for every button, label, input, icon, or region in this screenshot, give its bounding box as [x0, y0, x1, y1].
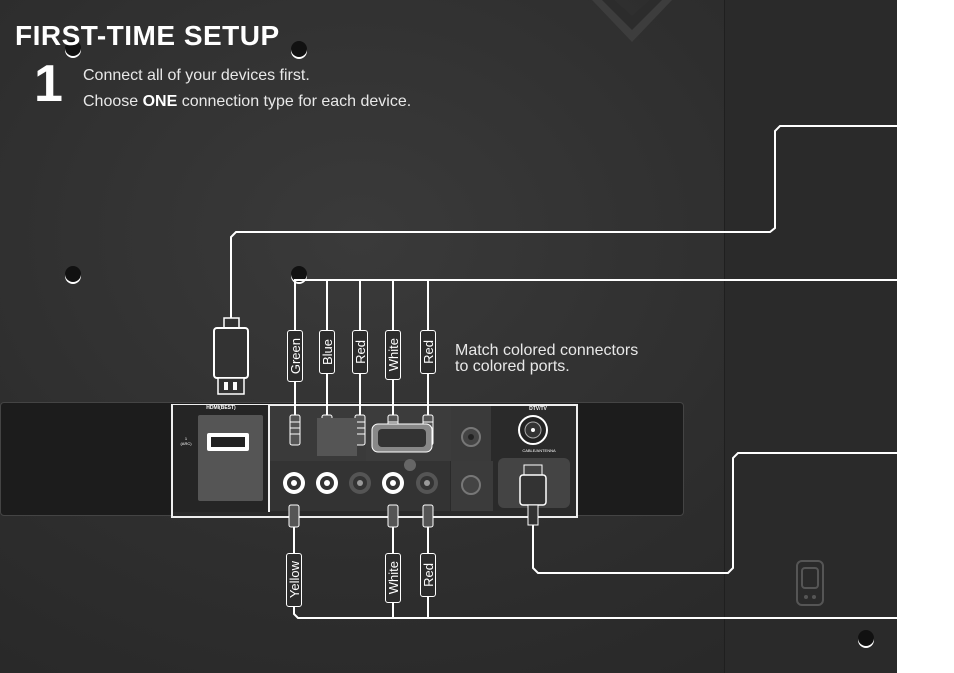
arc-label-text: (ARC) — [180, 441, 192, 446]
arc-label-number: 1 — [184, 436, 188, 441]
wire-label-blue: Blue — [319, 330, 335, 374]
instruction-line-2: Choose ONE connection type for each devi… — [83, 93, 411, 111]
wire-label-text: Red — [420, 340, 436, 364]
wire-label-text: White — [385, 561, 401, 595]
wire-label-yellow: Yellow — [286, 553, 302, 607]
hdmi-port — [207, 433, 249, 451]
page-title: FIRST-TIME SETUP — [15, 20, 280, 51]
cable-antenna-label: CABLE/ANTENNA — [522, 448, 556, 453]
wire-label-red: Red — [352, 330, 368, 374]
color-match-note: Match colored connectors to colored port… — [455, 343, 705, 375]
wire-label-white-bottom: White — [385, 553, 401, 603]
mounting-hole-icon — [65, 40, 81, 56]
vizio-v-logo-icon — [592, 0, 672, 42]
wire-label-text: Red — [352, 340, 368, 364]
wire-label-green: Green — [287, 330, 303, 382]
wire-label-text: Blue — [319, 338, 335, 366]
instruction-prefix: Choose — [83, 93, 143, 110]
wire-label-text: White — [385, 338, 401, 372]
note-line-2: to colored ports. — [455, 358, 570, 375]
mounting-hole-icon — [858, 630, 874, 646]
wire-label-text: Yellow — [286, 561, 302, 599]
wire-label-text: Red — [420, 563, 436, 587]
hdmi-plug-icon — [213, 317, 249, 395]
right-white-strip — [897, 0, 954, 673]
mounting-hole-icon — [65, 266, 81, 282]
power-outlet-icon — [796, 560, 824, 606]
wire-label-red-bottom: Red — [420, 553, 436, 597]
coax-plug-icon — [519, 464, 547, 526]
dtv-label: DTV/TV — [529, 406, 547, 412]
note-line-1: Match colored connectors — [455, 342, 639, 359]
instruction-emphasis: ONE — [142, 93, 178, 110]
arc-label: 1(ARC) — [176, 436, 196, 446]
hdmi-label: HDMI(BEST) — [206, 405, 236, 411]
mounting-hole-icon — [291, 266, 307, 282]
wire-label-text: Green — [287, 337, 303, 375]
hdmi-port-frame — [198, 415, 263, 501]
step-number: 1 — [34, 55, 63, 113]
instruction-line-1: Connect all of your devices first. — [83, 67, 310, 84]
instruction-suffix: connection type for each device. — [177, 93, 412, 110]
mounting-hole-icon — [291, 41, 307, 57]
wire-label-red-2: Red — [420, 330, 436, 374]
wire-label-white: White — [385, 330, 401, 380]
